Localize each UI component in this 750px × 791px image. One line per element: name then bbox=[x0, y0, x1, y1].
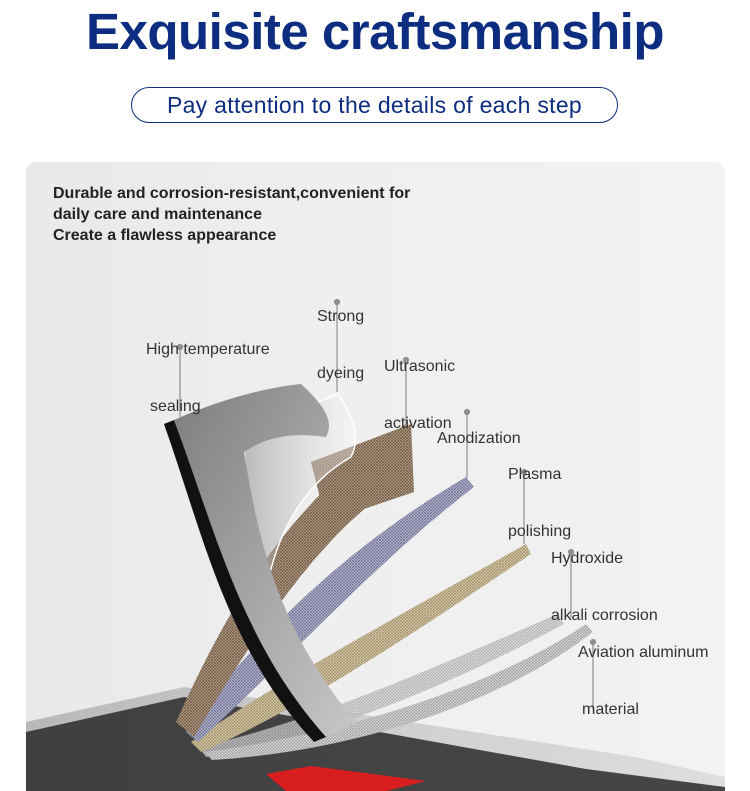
label-line: Plasma bbox=[508, 466, 562, 483]
layers-illustration-panel: Durable and corrosion-resistant,convenie… bbox=[26, 162, 725, 791]
layer-anodization bbox=[186, 477, 474, 742]
label-line: Anodization bbox=[437, 430, 521, 447]
subtitle-pill: Pay attention to the details of each ste… bbox=[131, 87, 618, 123]
intro-text: Durable and corrosion-resistant,convenie… bbox=[53, 183, 410, 246]
label-line: activation bbox=[384, 415, 452, 432]
label-line: material bbox=[582, 701, 639, 718]
layer-hydroxide bbox=[198, 614, 564, 757]
intro-line: Create a flawless appearance bbox=[53, 227, 277, 244]
label-high-temperature-sealing: High temperature sealing bbox=[146, 302, 270, 454]
layer-plasma-polishing bbox=[191, 544, 531, 752]
label-line: Aviation aluminum bbox=[578, 644, 709, 661]
label-line: sealing bbox=[150, 398, 201, 415]
label-line: alkali corrosion bbox=[551, 607, 658, 624]
layers-illustration bbox=[26, 298, 725, 791]
label-line: Ultrasonic bbox=[384, 358, 456, 375]
intro-line: daily care and maintenance bbox=[53, 206, 262, 223]
label-hydroxide-alkali-corrosion: Hydroxide alkali corrosion bbox=[551, 511, 658, 663]
label-plasma-polishing: Plasma polishing bbox=[508, 427, 571, 579]
label-line: High temperature bbox=[146, 341, 270, 358]
label-strong-dyeing: Strong dyeing bbox=[317, 269, 364, 421]
layer-high-temperature-sealing bbox=[174, 384, 356, 737]
label-line: Strong bbox=[317, 308, 365, 325]
intro-line: Durable and corrosion-resistant,convenie… bbox=[53, 185, 411, 202]
label-line: dyeing bbox=[317, 365, 365, 382]
label-line: Hydroxide bbox=[551, 550, 624, 567]
label-ultrasonic-activation: Ultrasonic activation bbox=[384, 319, 455, 471]
label-line: polishing bbox=[508, 523, 572, 540]
label-aviation-aluminum-material: Aviation aluminum material bbox=[578, 605, 708, 757]
page-title: Exquisite craftsmanship bbox=[85, 3, 665, 60]
red-accent-edge bbox=[266, 766, 426, 791]
label-anodization: Anodization bbox=[437, 391, 521, 486]
